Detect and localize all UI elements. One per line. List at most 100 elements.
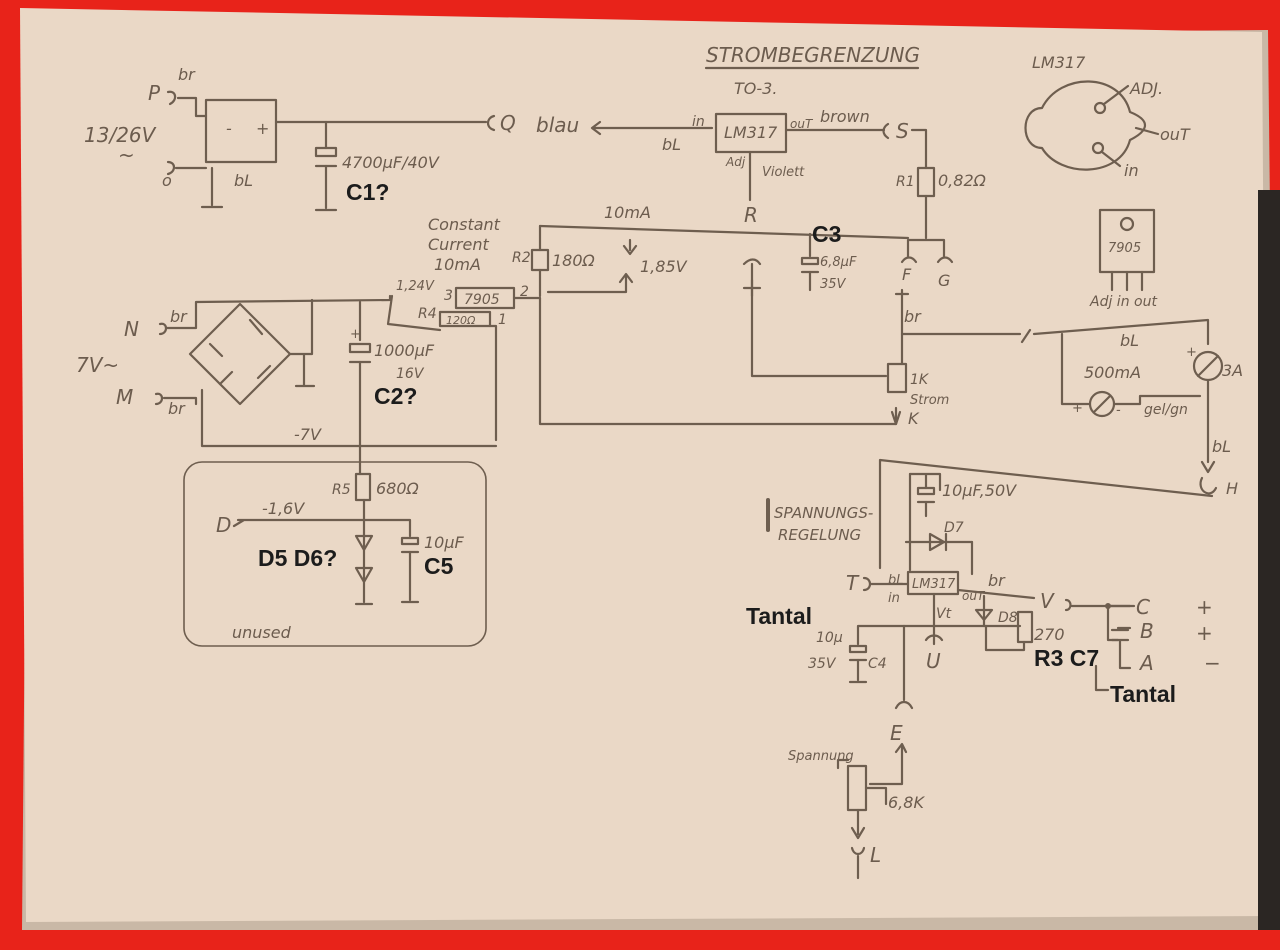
paper-sheet (20, 8, 1268, 922)
aux-wire-m: br (168, 399, 186, 418)
c-top-value: 10µF,50V (942, 481, 1017, 500)
out-a-term: A (1138, 651, 1154, 675)
pin-in-dot (1091, 141, 1105, 155)
reg7905-pinout: 7905 Adj in out (1089, 208, 1157, 310)
title: STROMBEGRENZUNG (706, 43, 920, 67)
out-cb-wires (1106, 604, 1132, 630)
c2-value: 1000µF (374, 341, 435, 360)
vr-title-line2: REGELUNG (778, 526, 861, 544)
pin-out-label: ouT (1160, 125, 1191, 144)
vt-label: Vt (936, 606, 952, 622)
ac-symbol: ~ (118, 143, 135, 167)
c7-capacitor (1110, 628, 1132, 670)
c4-ground (848, 658, 868, 684)
meter-3a-needle (1196, 354, 1220, 378)
e-wire (868, 742, 908, 786)
lm317-vr-name: LM317 (912, 577, 956, 592)
r2-ref: R2 (512, 250, 531, 266)
main-regulator: bL TO-3. LM317 in ouT Adj Violett brown … (590, 79, 987, 378)
aux-bridge-diodes (208, 318, 272, 386)
c2-label: C2? (374, 383, 417, 409)
wire-bl-bottom: bL (234, 171, 253, 190)
c4-ref: C4 (868, 656, 887, 672)
d7-diode (904, 532, 974, 552)
wire-br-top: br (178, 65, 196, 84)
strom-label: Strom (910, 393, 949, 408)
aux-bridge-out (288, 298, 316, 388)
pin-adj-label: ADJ. (1129, 79, 1163, 98)
aux-neg-rail (200, 388, 498, 448)
aux-bridge (188, 302, 292, 406)
c-top-lead (908, 472, 928, 572)
constant-current: Constant Current 10mA 10mA R2 180Ω 1,85V… (386, 203, 910, 442)
r-wire (742, 258, 888, 378)
tantal-left: Tantal (746, 603, 812, 629)
r3-c7-label: R3 C7 (1034, 645, 1099, 671)
unused-label: unused (232, 623, 292, 642)
cc-return-wire (538, 296, 898, 426)
meter-h-wire: bL (1212, 437, 1231, 456)
strom-pot (886, 362, 908, 394)
term-p: P (148, 81, 161, 105)
a-ground (1094, 664, 1110, 692)
lm317-vr-in: in (888, 591, 900, 606)
v124: 1,24V (396, 279, 435, 294)
out-c-sign: + (1196, 595, 1213, 619)
term-u-connector (924, 624, 944, 646)
reg7905-main-name: 7905 (464, 292, 500, 308)
lm317-main-in: in (692, 114, 705, 130)
r3-value: 270 (1034, 625, 1065, 644)
wire-o (166, 160, 208, 176)
aux-supply: N M 7V~ br br -7V + 1000µF 16V C2? (76, 294, 498, 476)
term-t-wire (862, 576, 910, 592)
term-s-symbol (882, 122, 890, 140)
bridge-minus: - (226, 119, 232, 138)
pin-in-label: in (1124, 161, 1139, 180)
c3-label: C3 (812, 221, 841, 247)
term-e: E (890, 721, 903, 745)
out-c-term: C (1136, 595, 1150, 619)
input-section: P br 13/26V ~ o bL - + 4700µF/40V C1? Q … (84, 65, 579, 212)
d7-label: D7 (944, 520, 964, 536)
meters-section: bL 3A + bL 500mA + - gel/gn H (900, 318, 1243, 498)
c3-section: C3 6,8µF 35V F G br 1K Strom K (800, 221, 954, 428)
fg-connectors (900, 256, 954, 264)
reg7905-pin3: 3 (444, 288, 453, 304)
c-top-wire (908, 472, 942, 492)
fg-split (906, 238, 946, 258)
d8-diode (974, 594, 994, 628)
aux-n-wire (158, 294, 392, 336)
term-t: T (846, 571, 860, 595)
out-b-sign: + (1196, 621, 1213, 645)
lm317-main-adj: Adj (725, 155, 746, 169)
dark-edge (1258, 190, 1280, 930)
cc-top-wire (538, 224, 910, 240)
cc-arrow (622, 238, 638, 256)
aux-neg-label: -7V (294, 425, 322, 444)
pin-adj-line (1102, 84, 1130, 106)
c3-voltage: 35V (820, 277, 847, 292)
meter-500ma-label: 500mA (1084, 363, 1141, 382)
strom-value: 1K (910, 372, 930, 388)
pin-in-line (1100, 150, 1122, 168)
term-s: S (896, 119, 909, 143)
term-q-symbol (486, 114, 496, 132)
meter-500ma-needle (1092, 394, 1112, 414)
meter-500ma-minus: - (1116, 403, 1121, 418)
c1-value: 4700µF/40V (342, 153, 440, 172)
r4-wire (386, 294, 442, 332)
cc-voltage: 1,85V (640, 257, 688, 276)
meter-top-wire (900, 318, 1210, 346)
wire-p (166, 90, 208, 118)
adj-plug (742, 278, 762, 298)
d8-label: D8 (998, 610, 1018, 626)
unused-voltage: -1,6V (262, 499, 305, 518)
aux-m-wire (154, 392, 198, 406)
reg-pin1-wire (488, 324, 498, 442)
q-wire-color: blau (536, 113, 579, 137)
cc-voltage-arrow (538, 268, 634, 298)
vt-rail (902, 592, 1022, 628)
spannung-value: 6,8K (888, 793, 925, 812)
pinout-name: LM317 (1032, 53, 1086, 72)
